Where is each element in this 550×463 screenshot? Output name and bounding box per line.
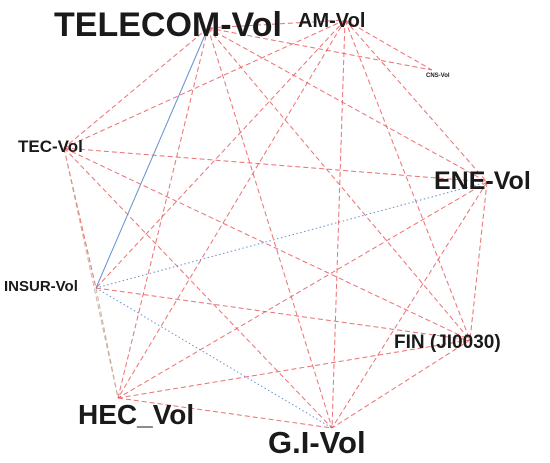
edge-fin-gi <box>331 339 471 429</box>
edge-telecom-cns <box>207 27 433 71</box>
edge-ene-gi <box>331 181 488 429</box>
node-label-tec: TEC-Vol <box>18 137 83 156</box>
edge-ene-insur <box>95 181 488 289</box>
edge-insur-hec <box>95 287 119 399</box>
edge-telecom-ene <box>207 27 488 183</box>
edge-tec-insur <box>63 147 97 289</box>
edge-am-cns <box>344 19 433 71</box>
label-layer: TELECOM-Vol AM-Vol CNS-Vol TEC-Vol ENE-V… <box>4 6 531 460</box>
edge-am-gi <box>331 19 346 429</box>
edge-tec-gi <box>63 147 333 429</box>
edge-am-ene <box>344 19 488 183</box>
edge-insur-fin <box>95 287 471 341</box>
edge-ene-hec <box>117 181 488 399</box>
edge-tec-ene <box>63 147 488 183</box>
edge-telecom-hec <box>117 27 209 399</box>
node-label-gi: G.I-Vol <box>268 425 366 460</box>
edge-tec-fin <box>63 147 471 341</box>
edge-telecom-fin <box>207 27 471 341</box>
edge-am-insur <box>95 19 346 289</box>
edge-am-hec <box>117 19 346 399</box>
edge-telecom-tec <box>63 27 209 149</box>
edge-layer <box>63 19 488 429</box>
node-label-cns: CNS-Vol <box>426 73 450 79</box>
node-label-fin: FIN (JI0030) <box>394 332 501 353</box>
edge-ene-fin <box>469 181 488 341</box>
edge-telecom-insur <box>95 27 209 289</box>
edge-am-fin <box>344 19 471 341</box>
edge-fin-hec <box>117 339 471 399</box>
node-label-insur: INSUR-Vol <box>4 278 78 295</box>
node-label-hec: HEC_Vol <box>78 399 194 430</box>
edge-tec-hec <box>63 147 119 399</box>
node-label-ene: ENE-Vol <box>434 167 531 195</box>
node-label-am: AM-Vol <box>298 10 365 32</box>
edge-am-tec <box>63 19 346 149</box>
edge-telecom-am <box>207 19 346 29</box>
edge-insur-gi <box>95 287 333 429</box>
edge-telecom-gi <box>207 27 333 429</box>
node-label-telecom: TELECOM-Vol <box>54 6 282 44</box>
edge-hec-gi <box>117 397 333 429</box>
